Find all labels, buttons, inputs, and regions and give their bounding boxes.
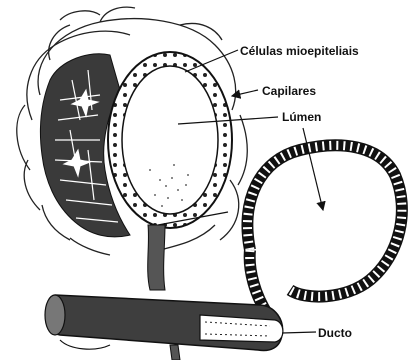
label-myoepithelial-cells: Células mioepiteliais [240,44,359,58]
acinus [108,52,232,228]
acinus-stalk [148,225,165,290]
main-duct [45,295,283,360]
duct-pointer [282,332,316,333]
label-lumen: Lúmen [282,110,321,124]
label-duct: Ducto [318,326,352,340]
duct-loop [247,145,401,315]
label-capillaries: Capilares [262,84,316,98]
